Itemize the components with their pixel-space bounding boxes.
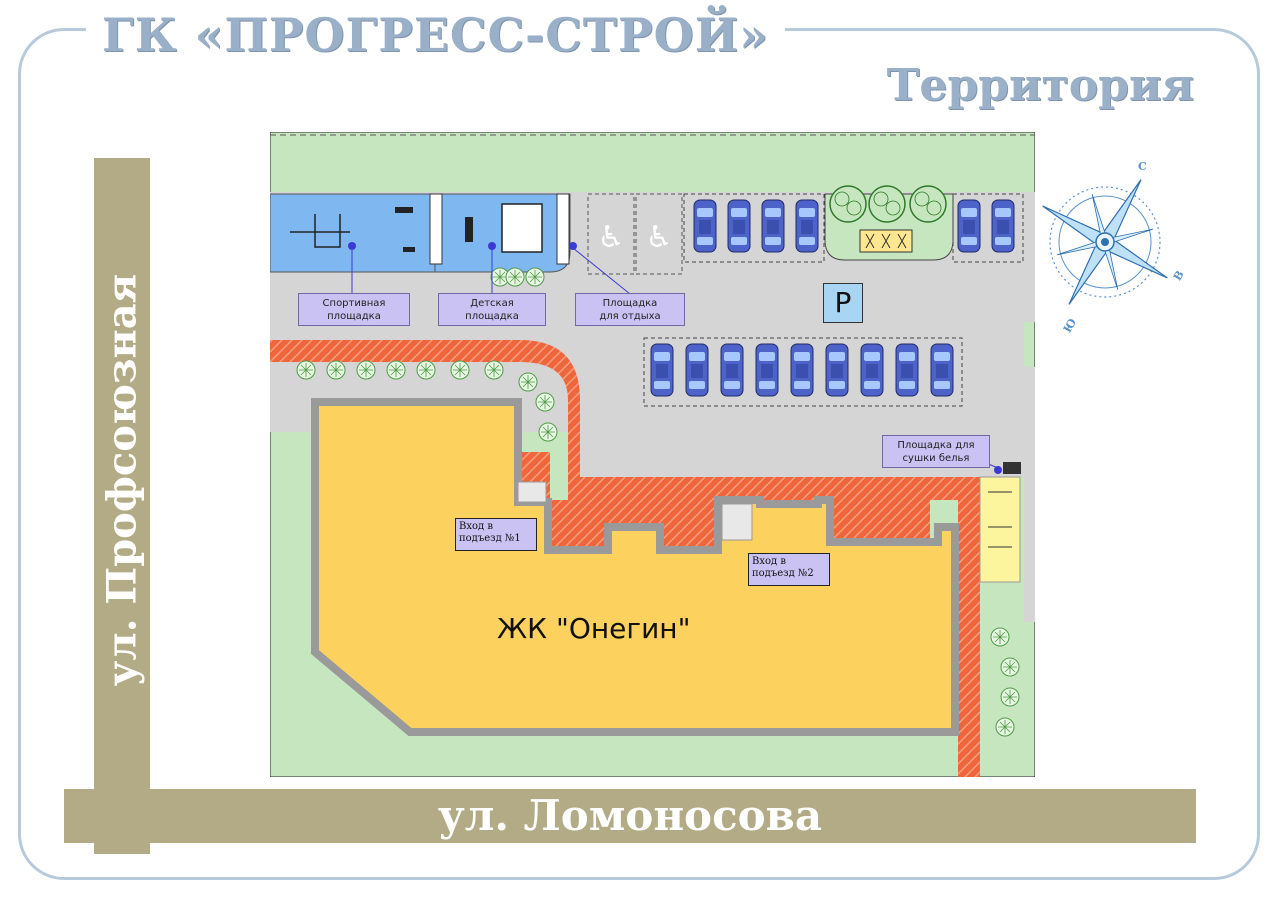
entrance-1-line2: подъезд №1 [459, 533, 521, 544]
residential-building [311, 398, 959, 736]
street-profsoyuznaya [94, 158, 150, 854]
callout-laundry-line2: сушки белья [902, 452, 970, 464]
street-lomonosova-label: ул. Ломоносова [437, 791, 823, 840]
entrance-2-line2: подъезд №2 [752, 568, 814, 579]
callout-laundry-line1: Площадка для [897, 439, 975, 451]
svg-text:♿: ♿ [598, 220, 625, 255]
svg-text:♿: ♿ [646, 220, 673, 255]
street-profsoyuznaya-label: ул. Профсоюзная [98, 273, 146, 687]
compass-south-label: Ю [1061, 316, 1079, 335]
compass-east-label: В [1171, 268, 1187, 283]
compass-rose: С В Ю [1040, 160, 1190, 344]
callout-sports-line2: площадка [327, 310, 381, 322]
street-lomonosova: ул. Ломоносова [64, 789, 1196, 843]
callout-kids-line1: Детская [470, 297, 514, 309]
section-title: Территория [886, 60, 1194, 111]
callout-rest-line2: для отдыха [599, 310, 661, 322]
callout-kids-line2: площадка [465, 310, 519, 322]
bottom-parking-row [643, 337, 963, 407]
parking-sign: P [823, 283, 863, 323]
company-title: ГК «ПРОГРЕСС-СТРОЙ» [86, 6, 785, 64]
entrance-1-line1: Вход в [459, 521, 493, 532]
compass-north-label: С [1138, 160, 1147, 173]
callout-rest-line1: Площадка [602, 297, 658, 309]
entrance-2-line1: Вход в [752, 556, 786, 567]
compass-icon: С В Ю [1042, 160, 1187, 335]
callout-sports-line1: Спортивная [322, 297, 386, 309]
building-label: ЖК "Онегин" [497, 612, 691, 645]
